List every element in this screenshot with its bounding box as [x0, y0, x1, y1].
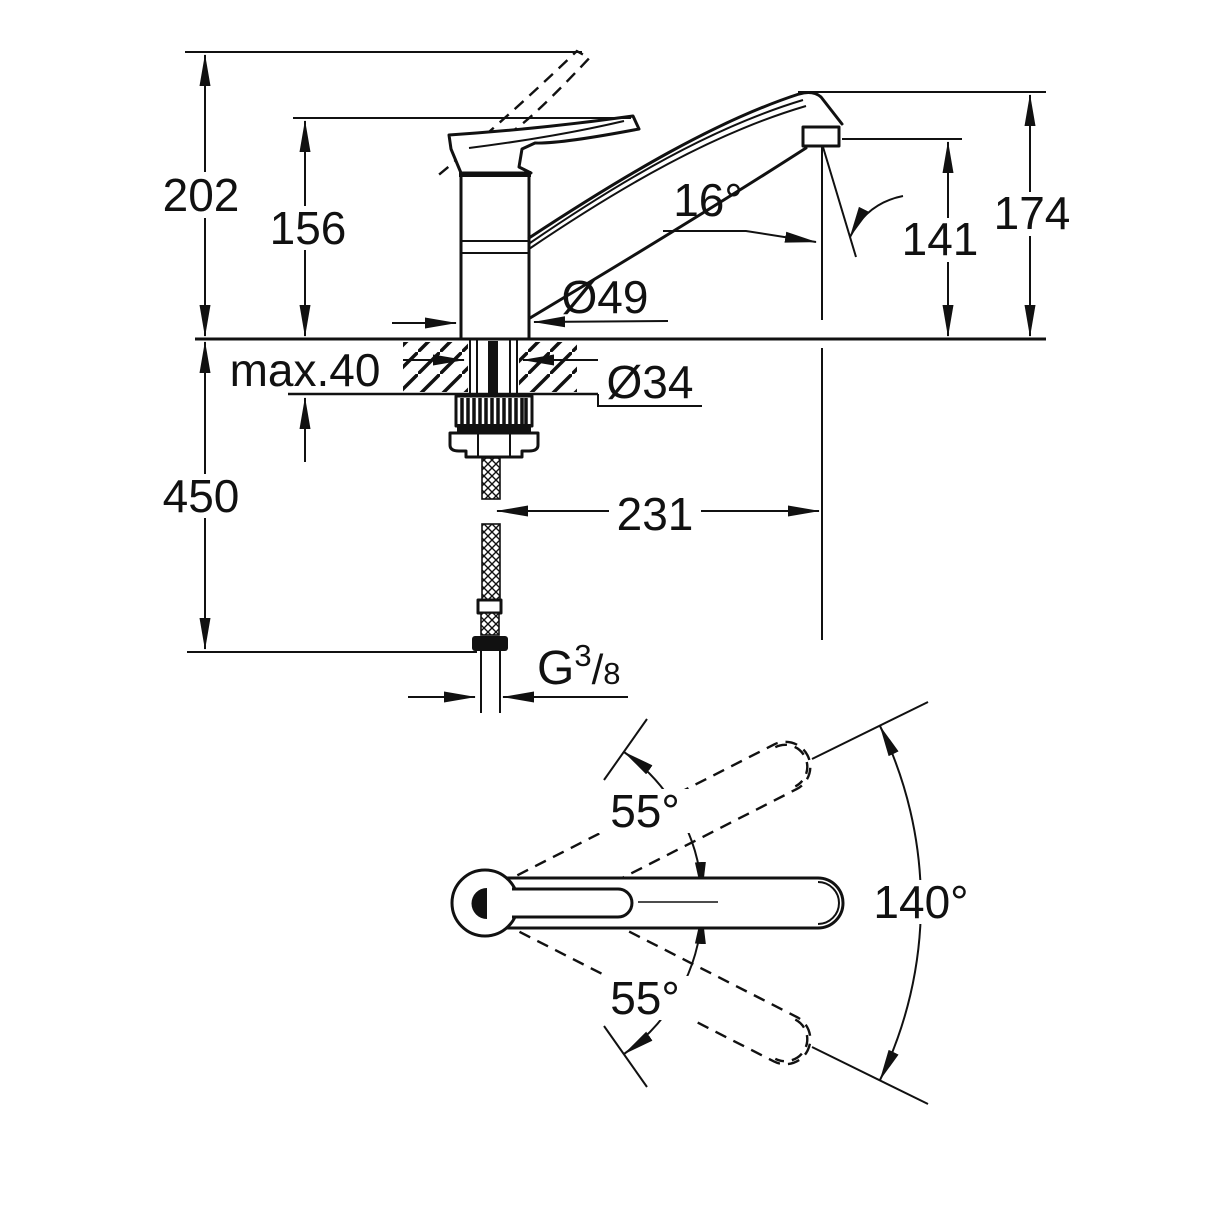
dim-label-d49: Ø49 [562, 271, 649, 323]
d34-leader-jog [597, 394, 702, 407]
lever-handle [447, 114, 641, 175]
thread-sub: 8 [603, 656, 620, 691]
dim-label-140: 140° [873, 876, 968, 928]
dim-label-d34: Ø34 [607, 356, 694, 408]
spout-highlight-2 [528, 105, 807, 250]
angle-arc-arrow [849, 195, 904, 238]
spout-aerator [801, 125, 841, 148]
shank-stud [488, 341, 498, 393]
thread-g: G [537, 642, 574, 695]
dim-label-174: 174 [994, 187, 1071, 239]
dim-arrow-d49-right [533, 316, 669, 328]
dim-label-141: 141 [902, 213, 979, 265]
dim-label-231: 231 [617, 488, 694, 540]
spout-swivel-lower-dashed [516, 885, 812, 1066]
countertop-hatch-left [403, 342, 468, 392]
mounting-shank [469, 340, 518, 394]
thread-sup: 3 [574, 638, 591, 673]
spout-lower-edge [528, 146, 808, 320]
dim-label-156: 156 [270, 202, 347, 254]
dimension-labels: 202 156 174 141 16° Ø49 Ø34 max.40 450 2… [155, 169, 1078, 695]
radial-line-lower-55 [603, 1025, 648, 1088]
top-view: 55° 55° 140° [450, 701, 982, 1105]
countertop-hatch-right [519, 342, 577, 392]
mounting-nut [448, 394, 540, 459]
knurl-ribs [460, 398, 528, 424]
spout-plan-end-arc [817, 881, 840, 925]
dim-label-202: 202 [163, 169, 240, 221]
dim-label-16deg: 16° [673, 174, 743, 226]
spout-top-edge [527, 91, 844, 240]
dim-label-55-upper: 55° [610, 785, 680, 837]
hose-ferrule [476, 598, 503, 615]
radial-line-upper-140 [811, 701, 929, 760]
angle-16-leader [663, 230, 817, 243]
bell-bracket [448, 431, 540, 459]
dim-label-g38: G3/8 [537, 638, 621, 695]
lever-inner-line [468, 120, 625, 149]
hose-lower [481, 523, 501, 601]
hose-upper [481, 457, 501, 500]
dim-label-55-lower: 55° [610, 972, 680, 1024]
spout-swivel-upper-dashed [516, 740, 812, 921]
spout-highlight-1 [529, 99, 804, 244]
radial-line-lower-140 [811, 1046, 929, 1105]
side-view: 202 156 174 141 16° Ø49 Ø34 max.40 450 2… [155, 49, 1078, 713]
reference-lines [185, 51, 1046, 653]
dim-label-450: 450 [163, 470, 240, 522]
stream-angle-line [822, 146, 857, 258]
nut-washer [457, 424, 531, 433]
lever-outline [447, 114, 641, 175]
thread-slash: / [592, 646, 604, 693]
flex-hose [472, 457, 508, 713]
dim-label-max40: max.40 [230, 344, 381, 396]
hose-hex-nut [472, 636, 508, 651]
hose-end-braid [480, 612, 500, 636]
lever-plan-mark [471, 888, 487, 919]
lever-plan-blade [512, 887, 634, 919]
radial-line-upper-55 [603, 718, 648, 781]
countertop-section [195, 337, 1046, 396]
